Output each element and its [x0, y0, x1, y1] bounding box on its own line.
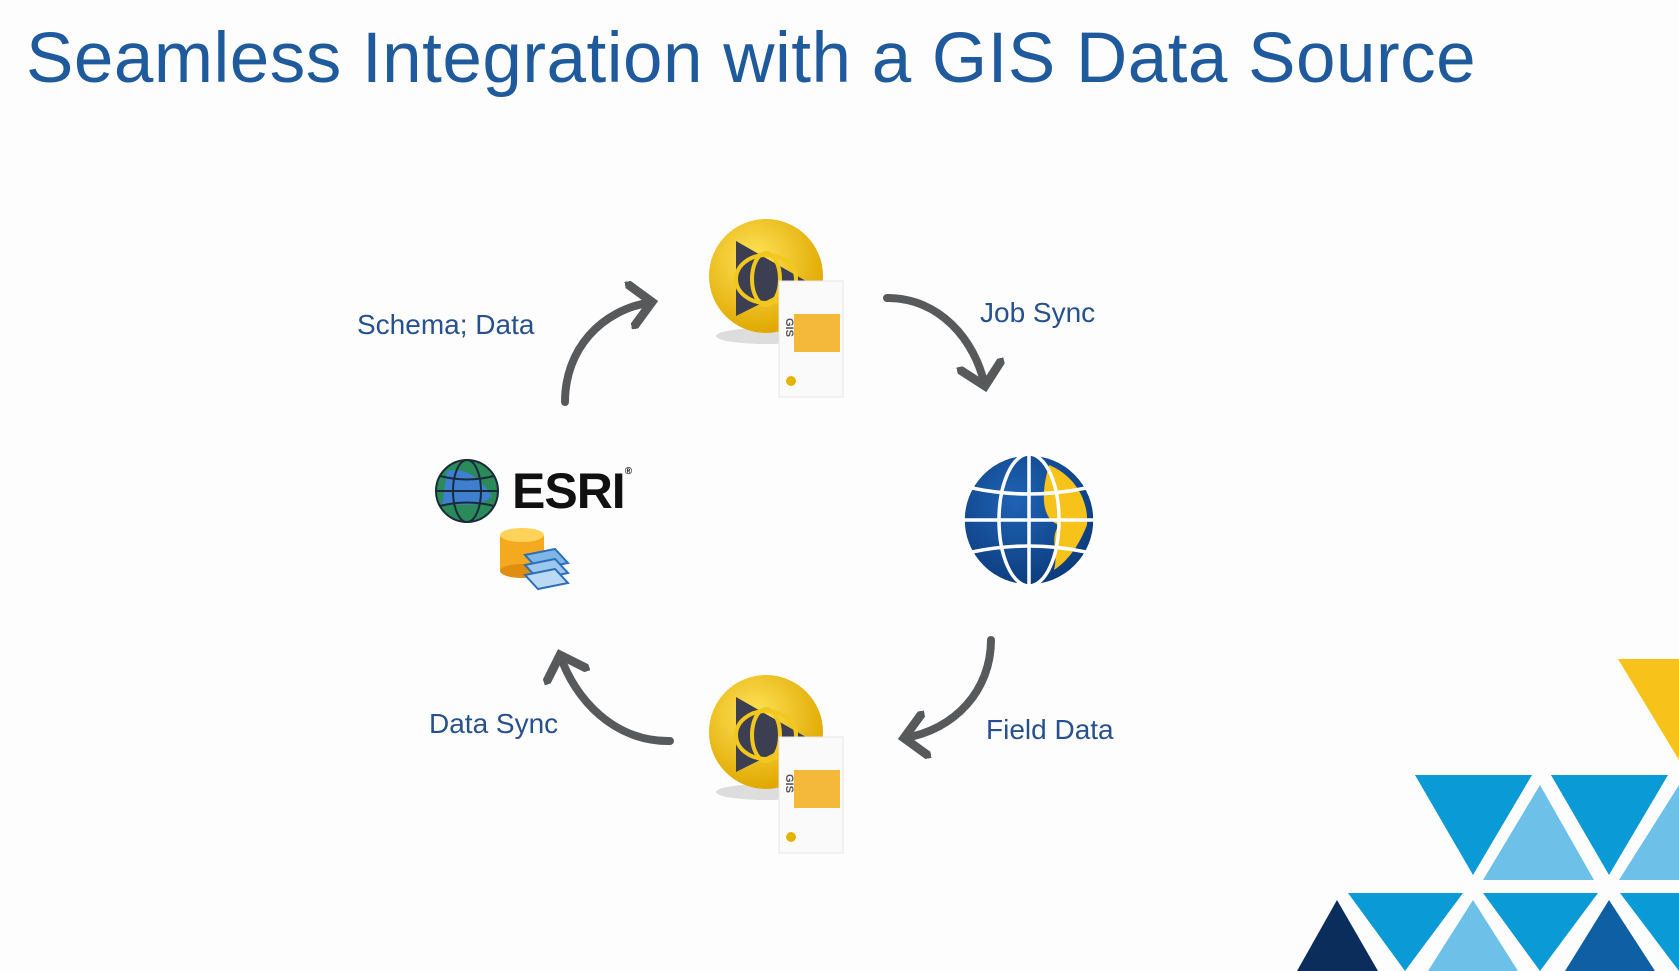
gis-software-icon-bottom: GIS — [709, 675, 844, 854]
web-globe-icon — [961, 452, 1097, 588]
arrow-field-data — [904, 636, 995, 738]
label-schema-data: Schema; Data — [357, 309, 535, 340]
arrow-schema-data — [561, 302, 652, 406]
esri-globe-icon — [435, 459, 499, 523]
esri-logo-text: ESRI® — [512, 463, 632, 519]
decorative-triangles — [1297, 659, 1679, 971]
cycle-arrows — [560, 298, 991, 741]
database-layers-icon — [500, 528, 570, 591]
slide-title: Seamless Integration with a GIS Data Sou… — [26, 19, 1477, 98]
esri-wordmark: ESRI — [512, 463, 626, 519]
arrow-job-sync — [883, 294, 985, 386]
gis-software-icon-top: GIS — [709, 219, 844, 398]
label-field-data: Field Data — [986, 714, 1114, 745]
arrow-data-sync — [560, 655, 674, 746]
label-data-sync: Data Sync — [429, 708, 559, 739]
label-job-sync: Job Sync — [980, 297, 1096, 328]
svg-text:GIS: GIS — [783, 774, 795, 793]
svg-text:GIS: GIS — [783, 318, 795, 337]
